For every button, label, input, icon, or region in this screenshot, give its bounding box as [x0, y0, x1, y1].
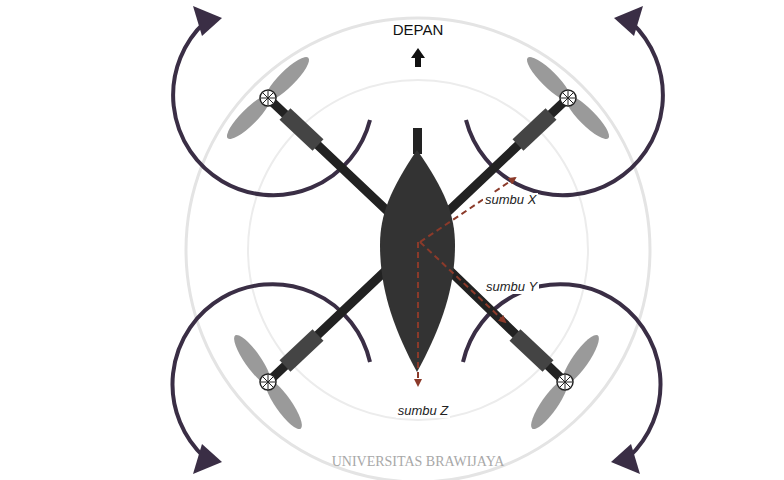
- axis-label: sumbu X: [483, 193, 538, 207]
- watermark: UNIVERSITAS BRAWIJAYA: [332, 454, 505, 469]
- axis-label: sumbu Y: [484, 280, 539, 294]
- axis-label: sumbu Z: [396, 404, 451, 418]
- front-label: DEPAN: [393, 22, 444, 39]
- watermark-seal: [248, 80, 588, 420]
- watermark-seal: [186, 18, 650, 480]
- nose: [413, 128, 422, 154]
- body: [380, 150, 455, 372]
- motor-hubs: [260, 90, 576, 390]
- rotation-arcs: [172, 22, 662, 458]
- arms: [268, 98, 568, 382]
- rotation-arrowheads: [193, 6, 643, 474]
- propellers: [222, 52, 614, 433]
- front-arrow: [411, 48, 425, 67]
